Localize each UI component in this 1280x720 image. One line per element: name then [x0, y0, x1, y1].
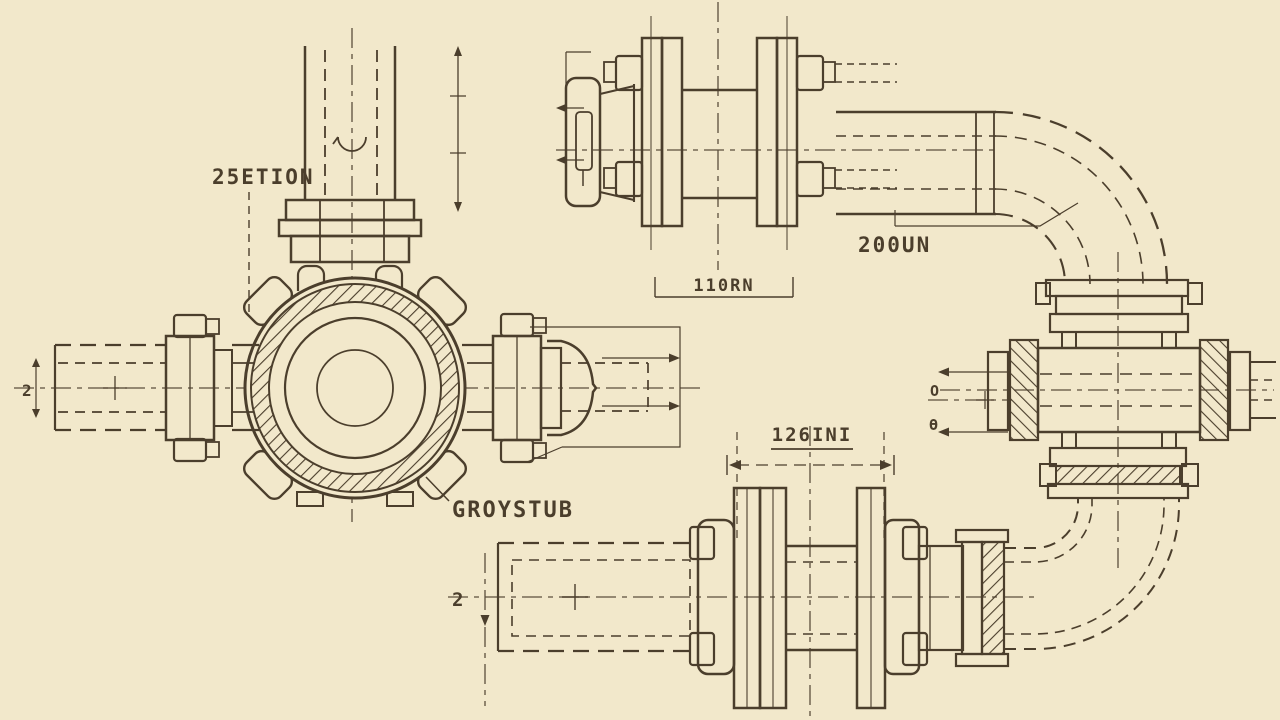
label-port-marker-top: O	[930, 382, 941, 400]
right-nozzle-flange	[462, 312, 681, 464]
top-inlet-pipe	[277, 46, 466, 291]
label-stub-part: GROYSTUB	[452, 498, 574, 523]
label-bottom-pipe-dia: 2	[452, 589, 465, 611]
label-pipe-spec: 200UN	[858, 233, 931, 257]
gate-valve-front-view	[242, 275, 468, 507]
label-section: 25ETION	[212, 165, 315, 189]
centerlines	[14, 2, 1274, 716]
cross-fitting	[938, 278, 1276, 500]
label-port-marker-bottom: Ө	[929, 416, 940, 434]
left-pipe-flange	[32, 313, 259, 463]
bottom-elbow	[1004, 497, 1180, 650]
bottom-flanged-assembly	[480, 432, 1010, 710]
label-coupling-width: 110RN	[693, 276, 754, 296]
top-pipe-elbow	[836, 110, 1169, 285]
label-left-pipe-dia: 2	[22, 381, 34, 400]
top-flanged-coupling	[556, 16, 1079, 298]
label-flange-spacing: 126INI	[772, 424, 853, 446]
annotations: 25ETION 110RN 200UN GROYSTUB 126INI 2 2 …	[22, 165, 941, 611]
